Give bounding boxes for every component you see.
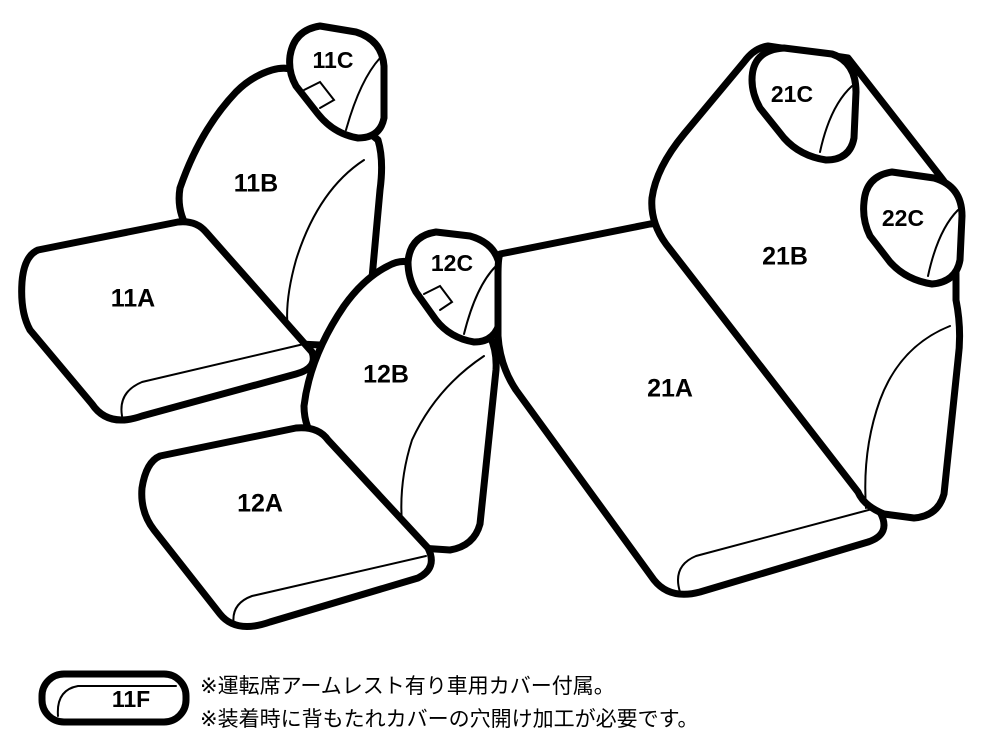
note-backrest-hole: ※装着時に背もたれカバーの穴開け加工が必要です。	[200, 707, 699, 731]
armrest-11F: 11F	[38, 670, 190, 726]
part-12C-shape	[404, 228, 504, 346]
part-label-21A: 21A	[647, 375, 693, 403]
part-label-21C: 21C	[771, 81, 813, 107]
part-label-21B: 21B	[762, 243, 808, 271]
part-11A-shape	[18, 218, 317, 424]
part-11C-shape	[286, 22, 388, 142]
part-label-11B: 11B	[234, 170, 278, 198]
part-21C-shape	[748, 44, 860, 164]
part-label-11C: 11C	[313, 47, 354, 73]
part-12A-shape	[138, 424, 435, 630]
part-label-11A: 11A	[111, 285, 155, 313]
seat-12: 12C 12B 12A	[138, 228, 504, 630]
part-label-11F: 11F	[112, 686, 150, 712]
part-label-12A: 12A	[237, 490, 283, 518]
seat-11: 11C 11B 11A	[18, 22, 388, 424]
note-armrest-cover: ※運転席アームレスト有り車用カバー付属。	[200, 674, 615, 698]
part-label-22C: 22C	[882, 205, 924, 231]
part-label-12C: 12C	[431, 250, 473, 276]
part-label-12B: 12B	[363, 361, 409, 389]
rear-bench-21: 21C 22C 21B 21A	[494, 42, 966, 598]
part-22C-shape	[860, 168, 966, 288]
